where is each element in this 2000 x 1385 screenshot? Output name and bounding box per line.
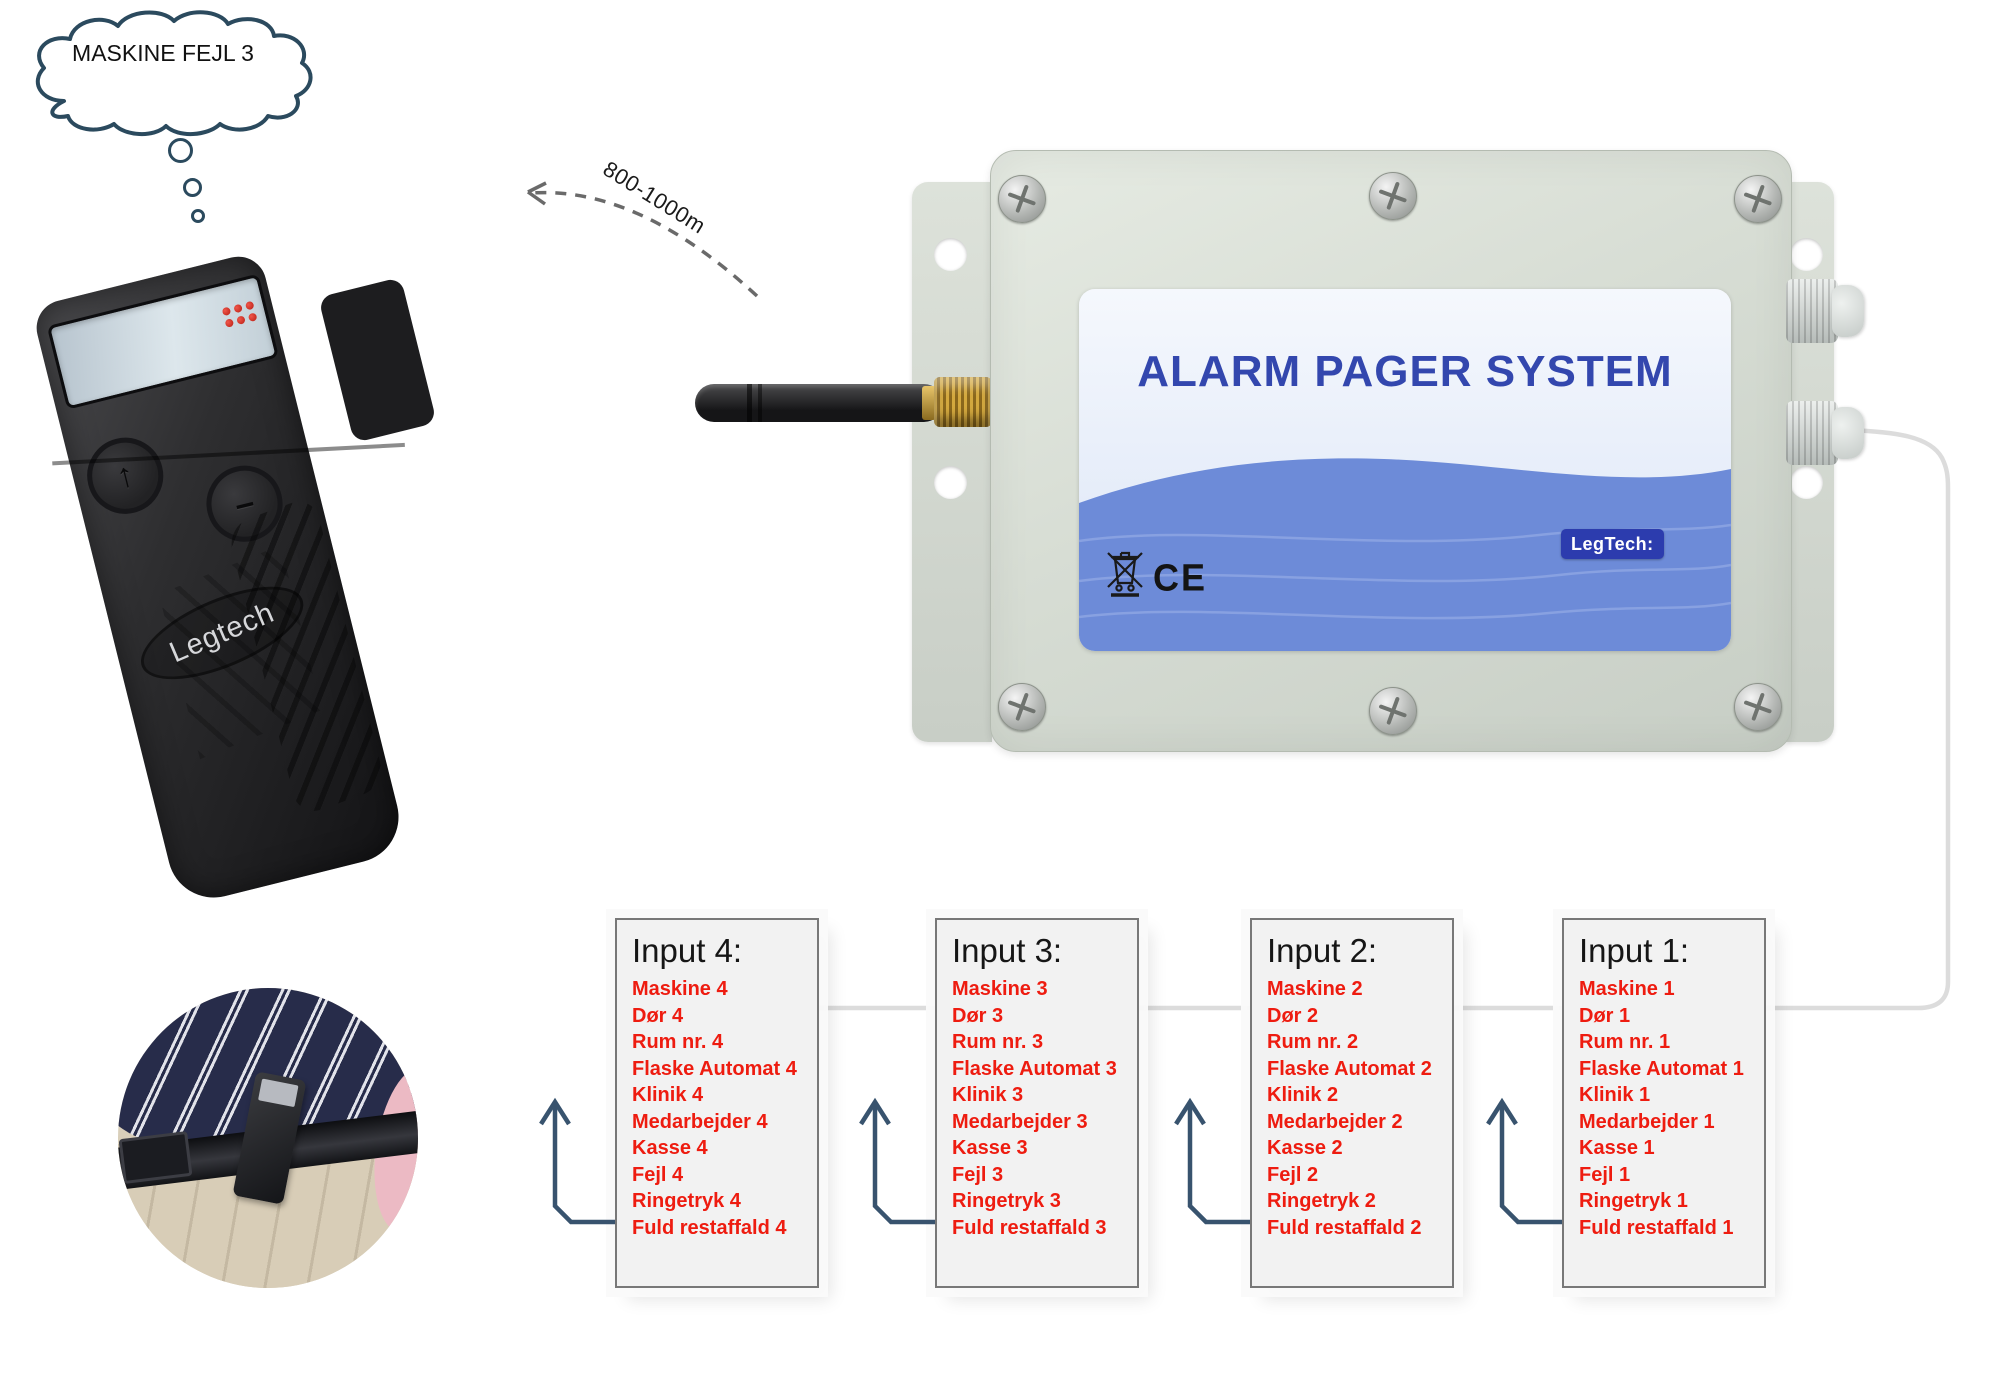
input-item: Rum nr. 3 [952, 1031, 1044, 1053]
ce-mark: CE [1153, 555, 1208, 599]
belt-photo [118, 988, 418, 1288]
antenna-collar [922, 386, 936, 420]
input-item: Dør 1 [1579, 1004, 1631, 1027]
input-item: Fejl 1 [1579, 1163, 1631, 1186]
input-item: Maskine 1 [1579, 978, 1675, 1000]
input-item: Ringetryk 2 [1267, 1190, 1376, 1212]
alarm-message-text: MASKINE FEJL 3 [72, 40, 254, 66]
input-item-list: Maskine 3 Dør 3 Rum nr. 3 Flaske Automat 3 K… [952, 976, 1137, 1241]
input-item: Kasse 1 [1579, 1137, 1655, 1159]
input-item: Kasse 2 [1267, 1137, 1343, 1159]
input-item: Rum nr. 2 [1267, 1031, 1359, 1053]
pager-belt-clip [318, 276, 437, 444]
input-item-list: Maskine 1 Dør 1 Rum nr. 1 Flaske Automat 1 K… [1579, 976, 1764, 1241]
input-item: Maskine 4 [632, 978, 728, 1000]
input-item: Ringetryk 4 [632, 1190, 741, 1212]
range-arrow [526, 181, 759, 298]
input-item: Maskine 3 [952, 978, 1048, 1000]
signal-arrow [859, 1097, 935, 1225]
screw-icon [998, 683, 1046, 731]
input-item: Dør 3 [952, 1004, 1004, 1027]
input-item: Klinik 3 [952, 1084, 1024, 1106]
legtech-logo: LegTech: [1561, 529, 1664, 559]
thought-bubble [168, 138, 193, 163]
input-item: Ringetryk 1 [1579, 1190, 1688, 1212]
screw-icon [1369, 687, 1417, 735]
input-item: Fuld restaffald 3 [952, 1216, 1107, 1239]
screw-icon [998, 175, 1046, 223]
input-item: Fejl 2 [1267, 1163, 1319, 1186]
input-box-3: Input 3: Maskine 3 Dør 3 Rum nr. 3 Flaske A… [935, 918, 1139, 1288]
led-indicators [221, 300, 260, 328]
input-box-title: Input 3: [952, 932, 1063, 969]
cable-gland-bottom [1786, 401, 1864, 465]
signal-arrow [539, 1097, 615, 1225]
alarm-box-label: ALARM PAGER SYSTEM CE LegTech: [1079, 289, 1731, 651]
input-item: Maskine 2 [1267, 978, 1363, 1000]
input-item: Fuld restaffald 4 [632, 1216, 787, 1239]
input-item: Klinik 1 [1579, 1084, 1651, 1106]
alarm-box: ALARM PAGER SYSTEM CE LegTech: [990, 150, 1792, 752]
pager-screen [46, 273, 280, 410]
input-item: Fuld restaffald 1 [1579, 1216, 1734, 1239]
input-item: Kasse 4 [632, 1137, 708, 1159]
pager-device: ↑ – Legtech [30, 235, 437, 930]
input-item: Fejl 4 [632, 1163, 684, 1186]
mounting-hole [1790, 238, 1823, 271]
cable-gland-top [1786, 279, 1864, 343]
mounting-tab-left [912, 182, 992, 742]
input-item: Ringetryk 3 [952, 1190, 1061, 1212]
signal-wire [815, 427, 1951, 1011]
input-item: Dør 2 [1267, 1004, 1319, 1027]
screw-icon [1369, 172, 1417, 220]
input-item: Flaske Automat 2 [1267, 1057, 1432, 1080]
input-box-2: Input 2: Maskine 2 Dør 2 Rum nr. 2 Flaske A… [1250, 918, 1454, 1288]
input-box-title: Input 2: [1267, 932, 1378, 969]
input-item: Medarbejder 3 [952, 1110, 1088, 1133]
alarm-box-title: ALARM PAGER SYSTEM [1137, 347, 1673, 396]
input-item: Flaske Automat 4 [632, 1057, 797, 1080]
input-item: Klinik 2 [1267, 1084, 1339, 1106]
thought-bubble [183, 178, 202, 197]
mounting-hole [934, 238, 967, 271]
input-item: Klinik 4 [632, 1084, 704, 1106]
antenna [695, 384, 943, 422]
input-item: Rum nr. 1 [1579, 1031, 1671, 1053]
input-item: Flaske Automat 1 [1579, 1057, 1744, 1080]
mounting-hole [1790, 466, 1823, 499]
gland-cap [1832, 285, 1864, 337]
input-item-list: Maskine 2 Dør 2 Rum nr. 2 Flaske Automat 2 K… [1267, 976, 1452, 1241]
input-item: Medarbejder 4 [632, 1110, 768, 1133]
weee-icon [1107, 551, 1143, 597]
wave-graphic [1079, 458, 1731, 651]
signal-arrow [1174, 1097, 1250, 1225]
belt-buckle [118, 1130, 193, 1185]
pager-up-button[interactable]: ↑ [79, 429, 172, 522]
input-box-4: Input 4: Maskine 4 Dør 4 Rum nr. 4 Flaske A… [615, 918, 819, 1288]
thought-bubble [191, 209, 205, 223]
mounting-hole [934, 466, 967, 499]
thought-cloud [35, 10, 313, 137]
input-item: Medarbejder 2 [1267, 1110, 1403, 1133]
input-item: Medarbejder 1 [1579, 1110, 1715, 1133]
input-item: Flaske Automat 3 [952, 1057, 1117, 1080]
pager-label [258, 1078, 299, 1107]
input-item-list: Maskine 4 Dør 4 Rum nr. 4 Flaske Automat 4 K… [632, 976, 817, 1241]
input-box-title: Input 4: [632, 932, 743, 969]
input-box-title: Input 1: [1579, 932, 1690, 969]
input-item: Fejl 3 [952, 1163, 1004, 1186]
input-item: Rum nr. 4 [632, 1031, 724, 1053]
input-box-1: Input 1: Maskine 1 Dør 1 Rum nr. 1 Flaske A… [1562, 918, 1766, 1288]
gland-cap [1832, 407, 1864, 459]
screw-icon [1734, 175, 1782, 223]
antenna-connector [934, 377, 992, 427]
input-item: Kasse 3 [952, 1137, 1028, 1159]
input-item: Dør 4 [632, 1004, 684, 1027]
screw-icon [1734, 683, 1782, 731]
input-item: Fuld restaffald 2 [1267, 1216, 1422, 1239]
signal-arrow [1486, 1097, 1562, 1225]
